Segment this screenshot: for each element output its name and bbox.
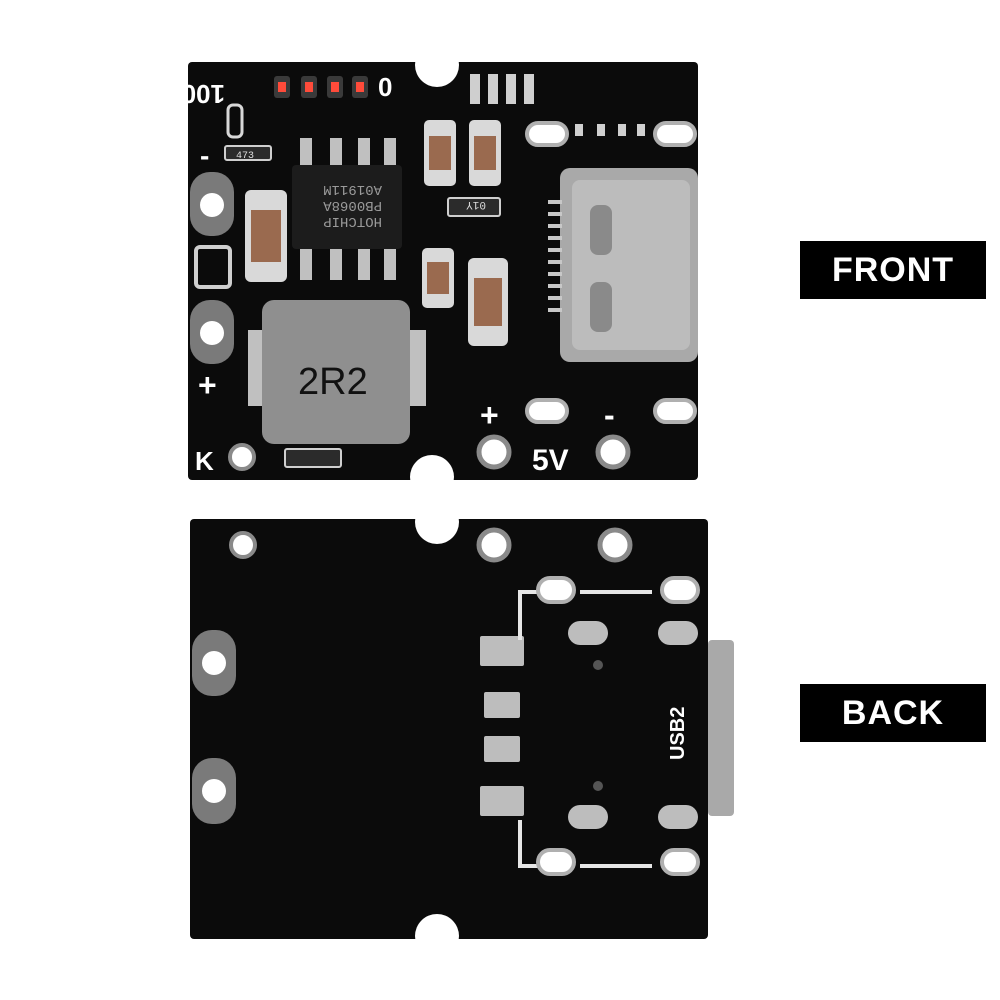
usb-shell-edge	[708, 640, 734, 816]
usb-c-connector	[548, 168, 698, 362]
key-pad	[226, 103, 244, 139]
silk-plus-right: +	[480, 397, 499, 433]
front-bottom-notch	[410, 455, 454, 499]
silk-k: K	[195, 446, 214, 476]
back-label: BACK	[800, 684, 986, 742]
back-top-notch	[415, 500, 459, 544]
led-row	[274, 76, 368, 98]
silk-minus-right: -	[604, 397, 615, 433]
front-left-pads	[190, 172, 256, 471]
back-smd-pads	[480, 636, 524, 816]
capacitors	[245, 120, 508, 346]
small-components-top-right	[470, 74, 645, 136]
back-board	[190, 519, 708, 939]
soic-chip	[292, 138, 402, 280]
silk-usb2: USB2	[667, 707, 689, 760]
back-slot-pads	[536, 576, 700, 876]
silk-zero: 0	[378, 72, 392, 102]
front-right-pads	[476, 121, 697, 470]
resistor-01y	[447, 197, 501, 217]
resistor-01y-text: 01Y	[466, 198, 486, 210]
resistor-473-text: 473	[236, 151, 254, 162]
chip-marking-2: PB0068A	[323, 197, 382, 213]
silk-minus: -	[200, 140, 209, 171]
inductor	[248, 300, 426, 444]
silk-plus-left: +	[198, 367, 217, 403]
front-label: FRONT	[800, 241, 986, 299]
back-bottom-notch	[415, 914, 459, 958]
front-top-notch	[415, 43, 459, 87]
usb-footprint	[518, 590, 652, 868]
inductor-marking: 2R2	[298, 361, 368, 403]
resistor-bottom	[284, 448, 342, 468]
silk-5v: 5V	[532, 444, 569, 477]
chip-marking-1: HOTCHIP	[323, 213, 382, 229]
silk-100: 100	[182, 79, 225, 109]
back-holes	[192, 527, 633, 824]
resistor-473	[224, 145, 272, 161]
chip-marking-3: A01911M	[323, 181, 382, 197]
